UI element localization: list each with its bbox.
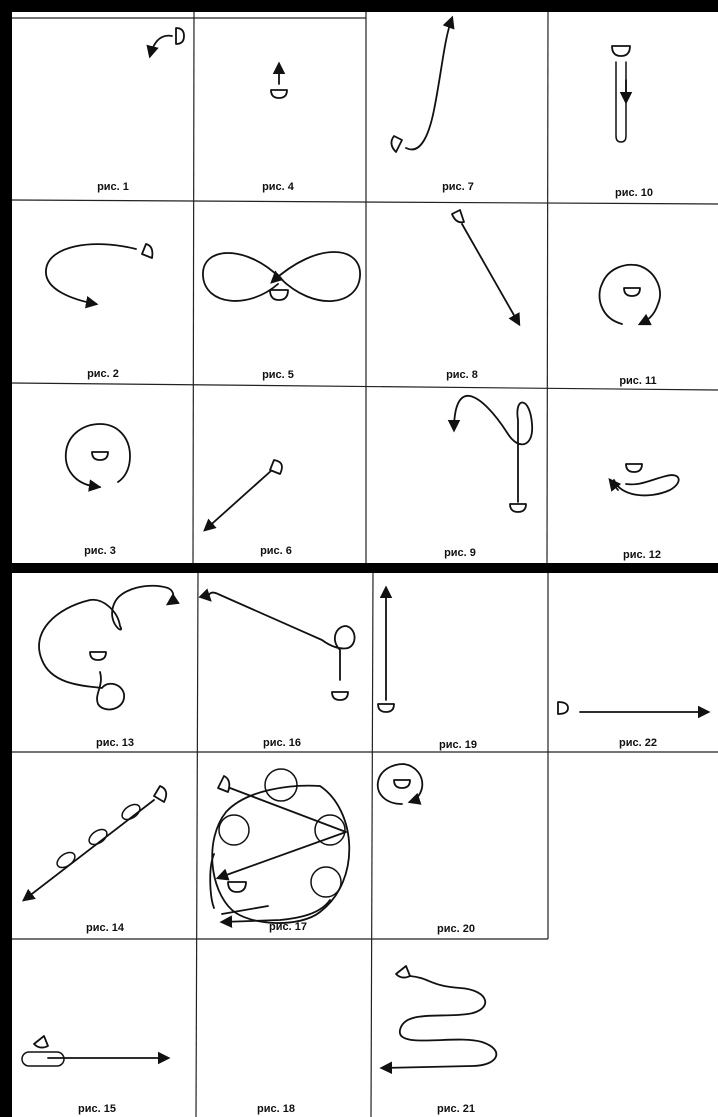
loop (265, 769, 297, 801)
figure-20: рис. 20 (378, 764, 475, 935)
dancer-marker (154, 786, 166, 802)
figure-5: рис. 5 (203, 252, 360, 381)
dancer-marker (378, 704, 394, 712)
figure-13: рис. 13 (39, 586, 173, 749)
movement-path (462, 224, 519, 324)
dancer-marker (176, 28, 184, 44)
dancer-marker (270, 290, 288, 300)
figure-7: рис. 7 (391, 18, 473, 193)
movement-path (150, 36, 172, 56)
caption-fig-7: рис. 7 (442, 181, 474, 193)
dancer-marker (510, 504, 526, 512)
dancer-marker (34, 1036, 48, 1048)
dancer-marker (394, 780, 410, 788)
figure-12: рис. 12 (610, 464, 679, 561)
loop (22, 1052, 64, 1066)
caption-fig-9: рис. 9 (444, 547, 476, 559)
dancer-marker (90, 652, 106, 660)
figure-11: рис. 11 (599, 265, 660, 387)
caption-fig-10: рис. 10 (615, 187, 653, 199)
dancer-marker (271, 90, 287, 98)
dancer-marker (624, 288, 640, 296)
figure-1: рис. 1 (97, 28, 184, 193)
movement-path (24, 800, 154, 900)
dancer-marker (626, 464, 642, 472)
figure-22: рис. 22 (558, 702, 708, 749)
dancer-marker (228, 882, 246, 892)
dancer-marker (92, 452, 108, 460)
dancer-marker (142, 244, 152, 258)
figure-14: рис. 14 (24, 786, 166, 934)
caption-fig-4: рис. 4 (262, 181, 295, 193)
caption-fig-22: рис. 22 (619, 737, 657, 749)
caption-fig-14: рис. 14 (86, 922, 125, 934)
caption-fig-6: рис. 6 (260, 545, 292, 557)
caption-fig-8: рис. 8 (446, 369, 478, 381)
loop (311, 867, 341, 897)
loop (86, 826, 109, 847)
figure-17: рис. 17 (218, 776, 346, 933)
dancer-marker (270, 460, 282, 474)
caption-fig-19: рис. 19 (439, 739, 477, 751)
caption-fig-2: рис. 2 (87, 368, 119, 380)
dancer-marker (396, 966, 410, 978)
dancer-marker (391, 136, 402, 152)
caption-fig-16: рис. 16 (263, 737, 301, 749)
dancer-marker (612, 46, 630, 56)
loop (119, 801, 142, 822)
figure-3: рис. 3 (66, 424, 130, 557)
caption-fig-11: рис. 11 (619, 375, 656, 387)
caption-fig-18: рис. 18 (257, 1103, 295, 1115)
loop (219, 815, 249, 845)
movement-path (616, 62, 626, 142)
loop (54, 849, 77, 870)
figure-15: рис. 15 (22, 1036, 168, 1115)
figure-10: рис. 10 (612, 46, 653, 199)
figure-8: рис. 8 (446, 210, 519, 381)
dancer-marker (332, 692, 348, 700)
movement-path (454, 396, 532, 502)
dancer-marker (452, 210, 464, 222)
connector (210, 854, 214, 908)
caption-fig-5: рис. 5 (262, 369, 294, 381)
caption-fig-15: рис. 15 (78, 1103, 116, 1115)
caption-fig-1: рис. 1 (97, 181, 129, 193)
figure-6: рис. 6 (205, 460, 292, 557)
movement-path (382, 976, 496, 1068)
figure-4: рис. 4 (262, 64, 295, 193)
movement-path (208, 593, 354, 680)
dancer-marker (218, 776, 229, 792)
movement-path (205, 470, 272, 530)
caption-fig-13: рис. 13 (96, 737, 134, 749)
figure-9: рис. 9 (444, 396, 532, 559)
figure-19: рис. 19 (378, 588, 477, 751)
figure-16: рис. 16 (208, 593, 354, 749)
dancer-marker (558, 702, 568, 714)
caption-fig-12: рис. 12 (623, 549, 661, 561)
figure-21: рис. 21 (382, 966, 496, 1115)
movement-path (406, 18, 452, 149)
caption-fig-21: рис. 21 (437, 1103, 475, 1115)
movement-path (46, 244, 136, 304)
caption-fig-20: рис. 20 (437, 923, 475, 935)
figure-18: рис. 18 (210, 769, 349, 1115)
movement-path (39, 586, 173, 710)
movement-path (614, 475, 679, 495)
arrow-head (92, 486, 99, 487)
figure-2: рис. 2 (46, 244, 152, 380)
caption-fig-3: рис. 3 (84, 545, 116, 557)
